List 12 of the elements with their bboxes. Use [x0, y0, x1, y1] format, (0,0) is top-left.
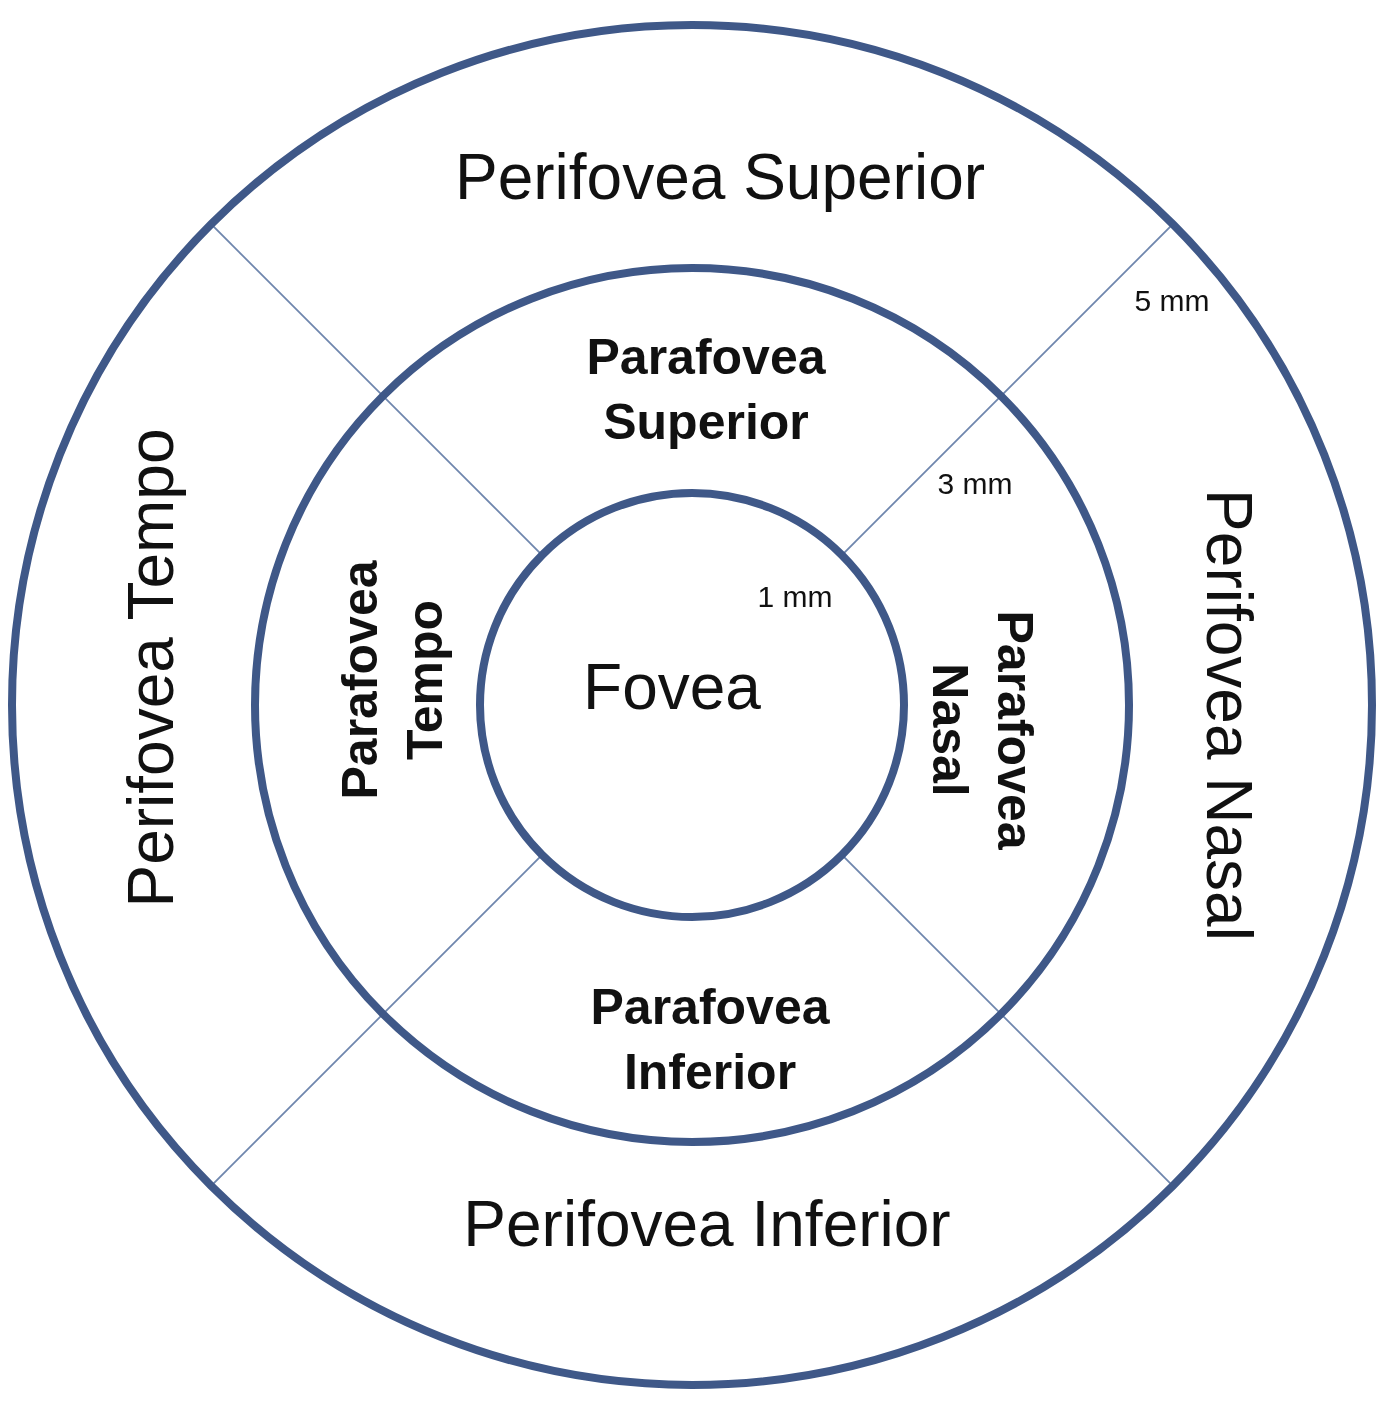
region-label: Fovea [583, 646, 761, 730]
region-label: Perifovea Nasal [1186, 489, 1270, 941]
diameter-label: 3 mm [937, 465, 1013, 502]
region-label: Parafovea Inferior [560, 975, 860, 1105]
region-label: Perifovea Inferior [463, 1183, 951, 1267]
region-label: Parafovea Nasal [917, 580, 1047, 880]
region-label: Parafovea Tempo [328, 530, 458, 830]
region-label: Parafovea Superior [556, 325, 856, 455]
diameter-label: 5 mm [1134, 282, 1210, 319]
diameter-label: 1 mm [757, 578, 833, 615]
region-label: Perifovea Superior [454, 136, 986, 220]
region-label: Perifovea Tempo [110, 428, 194, 908]
